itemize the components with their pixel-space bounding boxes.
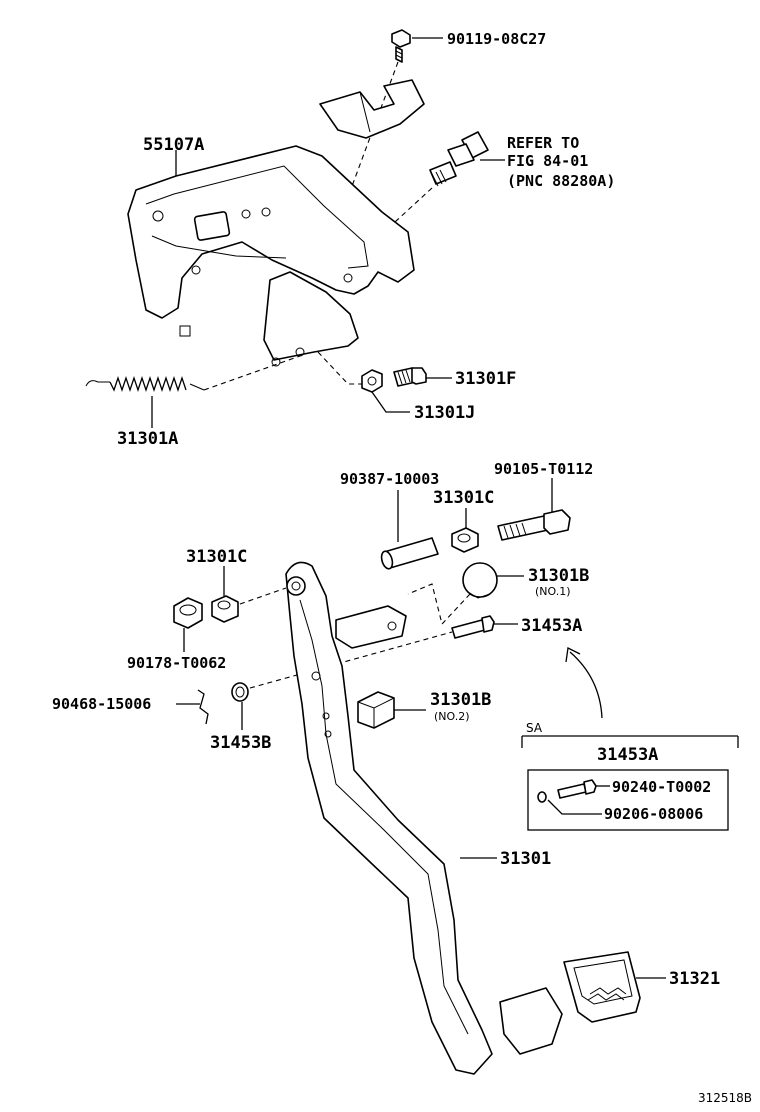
pedal-pad-31321[interactable] [563, 951, 641, 1023]
label-31301C-top: 31301C [433, 488, 494, 508]
label-55107A: 55107A [143, 135, 204, 155]
leader-90206 [547, 799, 602, 815]
label-90105: 90105-T0112 [494, 460, 593, 478]
label-no2: (NO.2) [434, 710, 470, 723]
label-31301: 31301 [500, 849, 551, 869]
label-sa: SA [526, 721, 543, 735]
dash-pin [249, 631, 453, 689]
label-31301C-left: 31301C [186, 547, 247, 567]
label-no1: (NO.1) [535, 585, 571, 598]
cushion-31301B-no1[interactable] [462, 562, 498, 599]
label-refer-fig: FIG 84-01 [507, 152, 588, 170]
bushing-31301C-left[interactable] [211, 595, 239, 623]
label-31453B: 31453B [210, 733, 271, 753]
label-90240: 90240-T0002 [612, 778, 711, 796]
sub-assembly-arrow [565, 647, 603, 719]
diagram-id: 312518B [698, 1091, 752, 1105]
label-31453A-box: 31453A [597, 745, 658, 765]
collar-90387[interactable] [380, 537, 439, 570]
label-90206: 90206-08006 [604, 805, 703, 823]
dash-cushion [407, 583, 471, 626]
bushing-31301C-top[interactable] [451, 527, 479, 553]
label-90178: 90178-T0062 [127, 654, 226, 672]
sa-bracket [521, 735, 739, 748]
bolt-90105[interactable] [497, 509, 571, 541]
label-31301B-2: 31301B [430, 690, 491, 710]
bracket-plate [319, 79, 425, 139]
stop-lamp-switch[interactable] [429, 131, 489, 187]
label-90387: 90387-10003 [340, 470, 439, 488]
dash-nut [317, 351, 362, 385]
return-spring-31301A[interactable] [85, 375, 205, 393]
label-31301B-1: 31301B [528, 566, 589, 586]
label-90119: 90119-08C27 [447, 30, 546, 48]
sa-clip-90206[interactable] [537, 791, 547, 803]
label-refer-to: REFER TO [507, 134, 579, 152]
pin-31453A[interactable] [451, 615, 495, 639]
label-refer-pnc: (PNC 88280A) [507, 172, 615, 190]
label-31321: 31321 [669, 969, 720, 989]
leader-31301J [371, 391, 410, 413]
dash-switch [394, 187, 433, 223]
bolt-90119[interactable] [391, 29, 411, 63]
nut-90178[interactable] [173, 597, 203, 629]
label-31301J: 31301J [414, 403, 475, 423]
nut-31301J[interactable] [361, 369, 383, 393]
label-31301F: 31301F [455, 369, 516, 389]
pedal-bracket-55107A[interactable] [127, 145, 415, 367]
sa-contents-box [527, 769, 729, 831]
label-31453A: 31453A [521, 616, 582, 636]
cushion-31301B-no2[interactable] [357, 691, 395, 729]
bolt-31301F[interactable] [393, 367, 427, 387]
bushing-31453B[interactable] [231, 682, 249, 702]
clip-90468[interactable] [197, 689, 209, 725]
label-31301A: 31301A [117, 429, 178, 449]
pedal-arm-31301[interactable] [285, 561, 563, 1075]
dash-bushing [239, 587, 287, 605]
label-90468: 90468-15006 [52, 695, 151, 713]
sa-bolt-90240[interactable] [557, 779, 597, 799]
dash-spring [203, 355, 301, 391]
